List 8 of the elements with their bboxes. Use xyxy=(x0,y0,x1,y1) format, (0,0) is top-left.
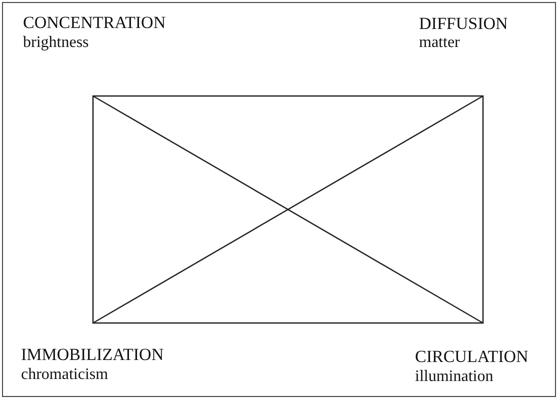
corner-subterm: brightness xyxy=(23,35,89,51)
corner-subterm: matter xyxy=(419,35,460,51)
corner-subterm: illumination xyxy=(415,369,494,385)
corner-subterm: chromaticism xyxy=(21,367,108,383)
corner-term: CIRCULATION xyxy=(415,348,528,365)
corner-term: IMMOBILIZATION xyxy=(21,346,164,363)
corner-term: DIFFUSION xyxy=(419,15,508,32)
corner-term: CONCENTRATION xyxy=(23,14,166,31)
